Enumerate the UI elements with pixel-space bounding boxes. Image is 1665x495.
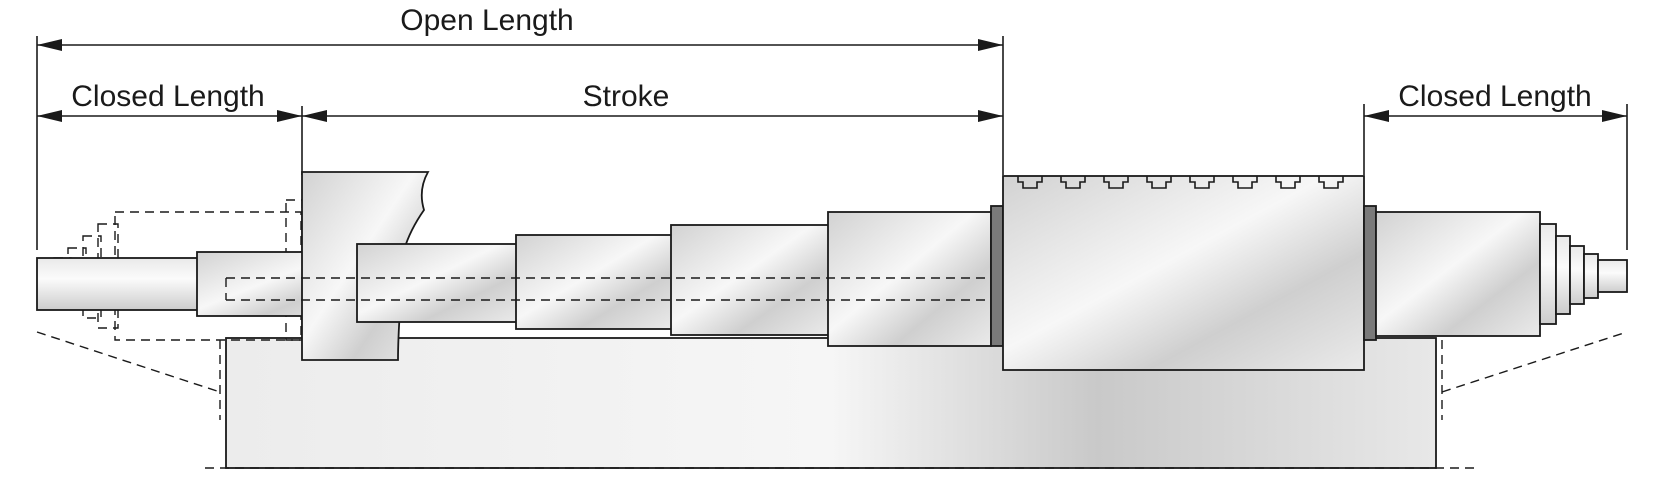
retracted-stack-right (1375, 211, 1628, 337)
stage-5 (827, 211, 992, 347)
arrow-left (37, 110, 62, 122)
barrel-slots (1017, 176, 1344, 189)
mounting-base (36, 331, 1628, 469)
arrow-right (1602, 110, 1627, 122)
piston-rod-tip (36, 257, 200, 311)
closed-length-right-label: Closed Length (1398, 80, 1591, 113)
stage-2 (356, 243, 518, 323)
closed-length-left-dimension: Closed Length (37, 80, 303, 175)
stage-3 (515, 234, 673, 330)
open-length-dimension: Open Length (36, 4, 1004, 250)
arrow-left (1364, 110, 1389, 122)
seal-ring-left (990, 205, 1004, 347)
closed-length-right-dimension: Closed Length (1363, 80, 1628, 250)
stroke-label: Stroke (583, 80, 670, 113)
inner-bore-hidden-line (225, 277, 1003, 301)
arrow-left (37, 39, 62, 51)
arrow-right (978, 110, 1003, 122)
closed-length-left-label: Closed Length (71, 80, 264, 113)
arrow-left (302, 110, 327, 122)
cylinder-barrel (1002, 175, 1365, 371)
arrow-right (277, 110, 302, 122)
open-length-label: Open Length (400, 4, 573, 37)
arrow-right (978, 39, 1003, 51)
stroke-dimension: Stroke (302, 80, 1003, 122)
seal-ring-right (1363, 205, 1377, 341)
stage-4 (670, 224, 830, 336)
